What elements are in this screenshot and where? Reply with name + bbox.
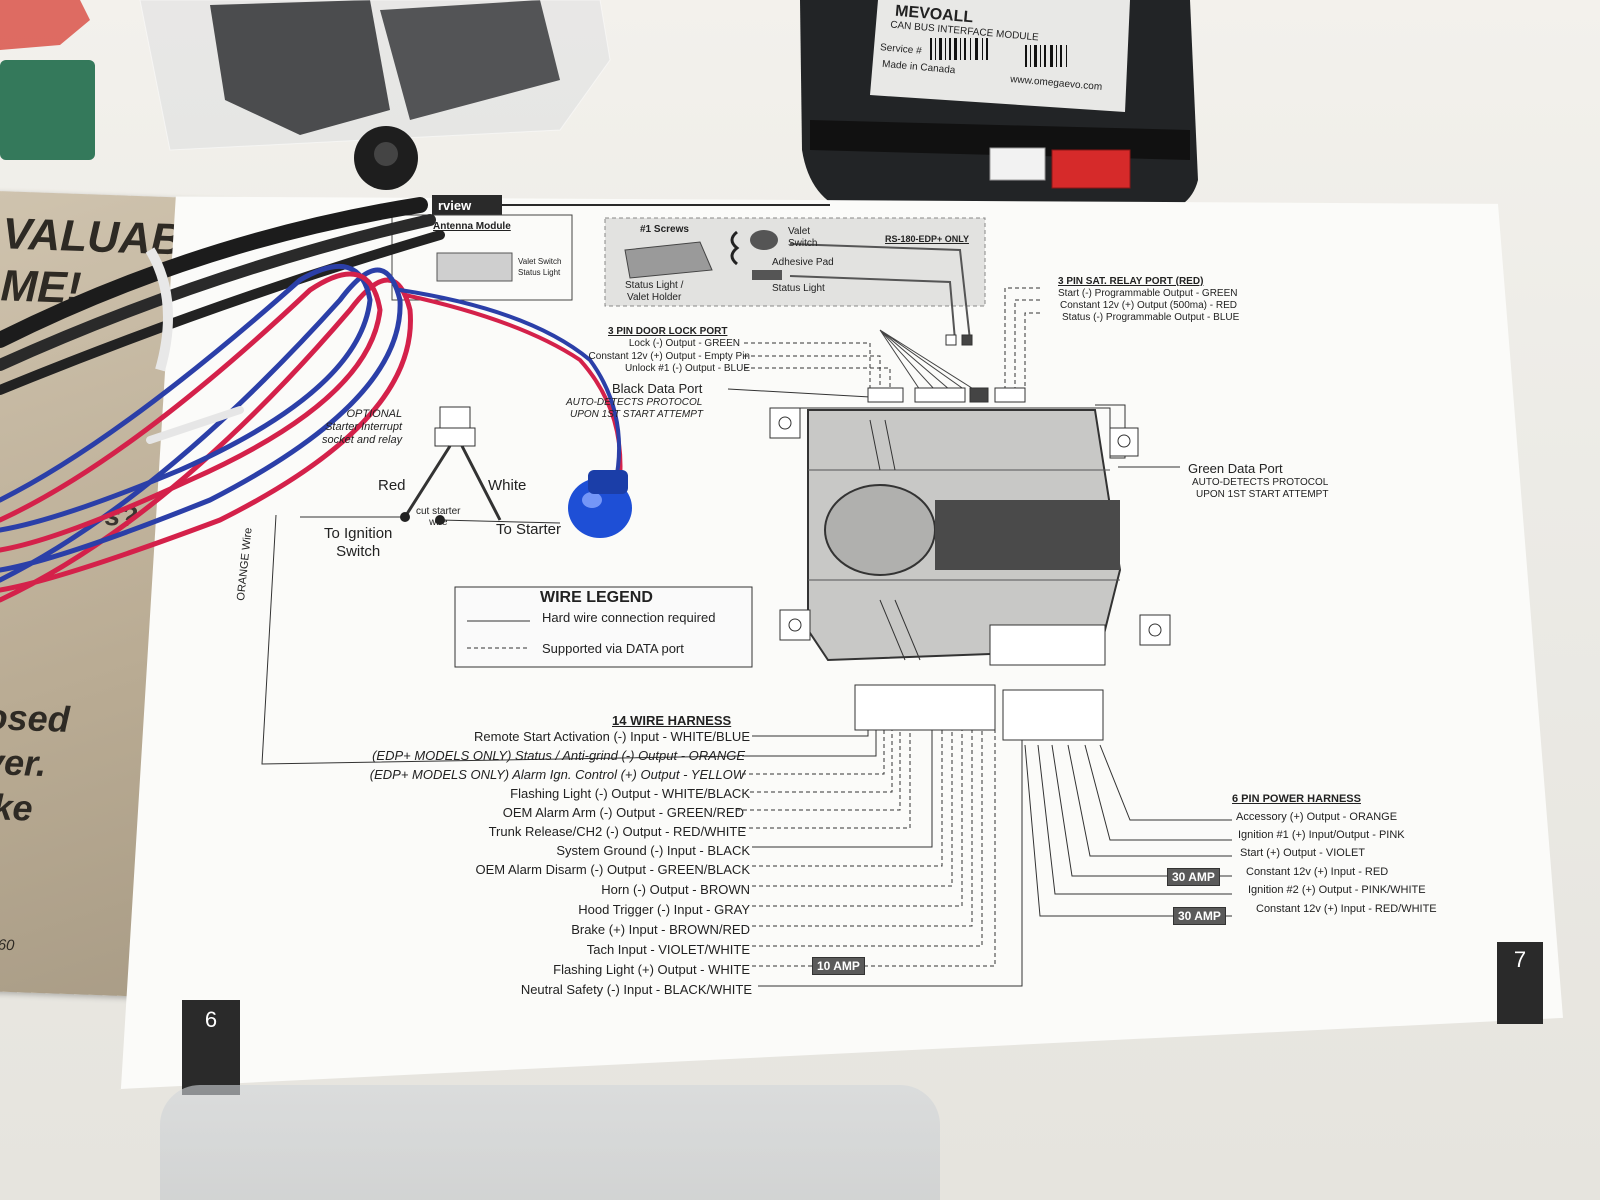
harness6-item: Ignition #1 (+) Input/Output - PINK: [1238, 829, 1405, 841]
white-label: White: [488, 477, 527, 494]
red-blue-wire-coil: [0, 263, 623, 603]
legend-hard-wire: Hard wire connection required: [542, 610, 716, 625]
harness14-item: (EDP+ MODELS ONLY) Alarm Ign. Control (+…: [369, 767, 745, 782]
black-auto-detect: AUTO-DETECTS PROTOCOL: [566, 397, 703, 408]
red-label: Red: [378, 477, 406, 494]
black-data-port-label: Black Data Port: [612, 381, 703, 396]
harness14-item: Neutral Safety (-) Input - BLACK/WHITE: [520, 982, 752, 997]
section-header-band: [432, 195, 502, 215]
relay-port-line: Start (-) Programmable Output - GREEN: [1058, 288, 1238, 299]
fuse-30-amp: 30 AMP: [1167, 868, 1220, 886]
fuse-30-amp: 30 AMP: [1173, 907, 1226, 925]
harness14-item: OEM Alarm Arm (-) Output - GREEN/RED: [502, 805, 744, 820]
screws-label: #1 Screws: [640, 224, 689, 235]
white-tie: [145, 247, 173, 372]
door-lock-line: Constant 12v (+) Output - Empty Pin: [588, 351, 750, 362]
status-light-icon: [752, 270, 782, 280]
green-fuse-pack: [0, 60, 95, 160]
barcode-icon: [930, 38, 1067, 67]
black-remote-bag: [210, 0, 390, 135]
door-lock-line: Unlock #1 (-) Output - BLUE: [624, 363, 750, 374]
optional-relay-label: OPTIONAL Starter Interrupt socket and re…: [322, 408, 403, 446]
green-data-port-label: Green Data Port: [1188, 461, 1283, 476]
valet-switch-label: Valet Switch: [788, 226, 818, 249]
rs-only-label: RS-180-EDP+ ONLY: [885, 234, 969, 244]
harness6-item: Ignition #2 (+) Output - PINK/WHITE: [1248, 884, 1426, 896]
door-lock-line: Lock (-) Output - GREEN: [628, 338, 740, 349]
harness14-item: (EDP+ MODELS ONLY) Status / Anti-grind (…: [372, 748, 745, 763]
harness14-item: System Ground (-) Input - BLACK: [556, 843, 750, 858]
harness14-item: Horn (-) Output - BROWN: [601, 882, 750, 897]
red-wire-bundle: [0, 0, 90, 50]
module-label: [870, 0, 1130, 112]
harness14-item: Hood Trigger (-) Input - GRAY: [578, 902, 750, 917]
wire-legend-box: [454, 586, 753, 668]
harness6-item: Constant 12v (+) Input - RED/WHITE: [1256, 903, 1437, 915]
harness6-item: Start (+) Output - VIOLET: [1240, 847, 1366, 859]
fuse-10-amp: 10 AMP: [812, 957, 865, 975]
cut-wire-label: cut starter wire: [416, 506, 461, 528]
to-starter-label: To Starter: [496, 521, 562, 538]
to-ignition-label: To Ignition Switch: [324, 525, 393, 560]
plastic-bag: [139, 0, 611, 151]
plastic-tube: [160, 1085, 940, 1200]
section-header: rview: [438, 198, 472, 213]
relay-port-line: Status (-) Programmable Output - BLUE: [1062, 312, 1240, 323]
antenna-status-label: Status Light: [518, 268, 561, 277]
harness14-item: Trunk Release/CH2 (-) Output - RED/WHITE: [488, 824, 746, 839]
harness14-item: Brake (+) Input - BROWN/RED: [571, 922, 750, 937]
page-number-right: 7: [1497, 942, 1543, 1024]
black-auto-detect: UPON 1ST START ATTEMPT: [570, 409, 703, 420]
orange-wire-line: [261, 514, 741, 765]
white-connector: [989, 147, 1046, 181]
antenna-module-label: Antenna Module: [433, 221, 511, 232]
relay-port-line: Constant 12v (+) Output (500ma) - RED: [1060, 300, 1238, 311]
harness14-item: Flashing Light (+) Output - WHITE: [553, 962, 750, 977]
valet-holder-icon: [624, 241, 713, 279]
antenna-module-box: [391, 214, 573, 301]
valet-holder-area: [604, 217, 986, 307]
valet-switch-icon: [750, 230, 778, 250]
red-connector: [1051, 149, 1131, 189]
relay-port-title: 3 PIN SAT. RELAY PORT (RED): [1058, 276, 1204, 287]
black-pad-bag: [380, 0, 560, 120]
harness6-item: Constant 12v (+) Input - RED: [1246, 866, 1389, 878]
harness14-title: 14 WIRE HARNESS: [612, 713, 732, 728]
harness14-item: Tach Input - VIOLET/WHITE: [586, 942, 750, 957]
interface-module: [800, 0, 1198, 214]
wire-legend-title: WIRE LEGEND: [540, 589, 653, 606]
green-auto-detect: UPON 1ST START ATTEMPT: [1196, 489, 1329, 500]
status-light-label: Status Light: [772, 283, 825, 294]
harness14-item: OEM Alarm Disarm (-) Output - GREEN/BLAC…: [475, 862, 751, 877]
page-number-left: 6: [182, 1000, 240, 1095]
black-cable-coil: [0, 197, 445, 395]
valet-holder-label: Status Light / Valet Holder: [625, 280, 684, 303]
harness6-item: Accessory (+) Output - ORANGE: [1236, 811, 1398, 823]
harness14-wires: [736, 730, 1023, 987]
door-lock-title: 3 PIN DOOR LOCK PORT: [608, 326, 728, 337]
adhesive-pad-label: Adhesive Pad: [772, 257, 834, 268]
harness14-item: Flashing Light (-) Output - WHITE/BLACK: [510, 786, 750, 801]
green-auto-detect: AUTO-DETECTS PROTOCOL: [1192, 477, 1329, 488]
harness6-title: 6 PIN POWER HARNESS: [1232, 793, 1361, 805]
top-left-accessories: [0, 0, 611, 160]
legend-data-port: Supported via DATA port: [542, 641, 684, 656]
harness14-item: Remote Start Activation (-) Input - WHIT…: [474, 729, 750, 744]
antenna-valet-label: Valet Switch: [518, 257, 562, 266]
